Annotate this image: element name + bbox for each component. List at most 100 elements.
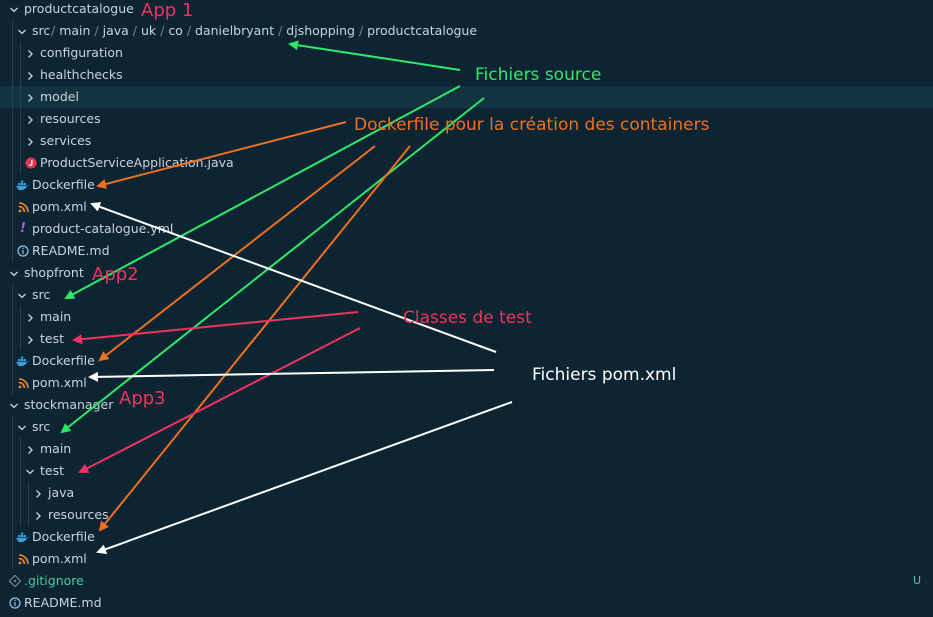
tree-item-label: .gitignore <box>24 573 84 588</box>
chevron-down-icon[interactable] <box>8 394 20 416</box>
tree-item-src[interactable]: src / main / java / uk / co / danielbrya… <box>0 20 933 42</box>
tree-item-main[interactable]: main <box>0 306 933 328</box>
tree-item-pom-xml[interactable]: pom.xml <box>0 196 933 218</box>
tree-item-product-catalogue-yml[interactable]: ! product-catalogue.yml <box>0 218 933 240</box>
tree-item-label: main <box>40 309 72 324</box>
yml-file-icon: ! <box>20 221 26 236</box>
path-separator: / <box>355 23 368 38</box>
annotation-app2: App2 <box>92 264 139 285</box>
tree-item-label: configuration <box>40 45 123 60</box>
tree-item-pom-xml[interactable]: pom.xml <box>0 372 933 394</box>
chevron-right-icon[interactable] <box>24 306 36 328</box>
tree-item-dockerfile[interactable]: Dockerfile <box>0 526 933 548</box>
path-segment-productcatalogue[interactable]: productcatalogue <box>367 23 478 38</box>
path-separator: / <box>128 23 141 38</box>
tree-item-readme-md[interactable]: README.md <box>0 592 933 614</box>
arrow-tests-app2 <box>72 311 359 345</box>
tree-item-test[interactable]: test <box>0 460 933 482</box>
indent-guide <box>20 306 21 350</box>
path-segment-uk[interactable]: uk <box>140 23 157 38</box>
tree-item-configuration[interactable]: configuration <box>0 42 933 64</box>
tree-item-label: test <box>40 331 65 346</box>
chevron-right-icon[interactable] <box>32 504 44 526</box>
chevron-right-icon[interactable] <box>24 438 36 460</box>
path-segment-co[interactable]: co <box>168 23 183 38</box>
compact-folder-path: / main / java / uk / co / danielbryant /… <box>51 20 477 42</box>
path-segment-danielbryant[interactable]: danielbryant <box>195 23 275 38</box>
tree-item-label: Dockerfile <box>32 177 95 192</box>
path-segment-djshopping[interactable]: djshopping <box>286 23 355 38</box>
tree-item-healthchecks[interactable]: healthchecks <box>0 64 933 86</box>
chevron-down-icon[interactable] <box>16 416 28 438</box>
path-separator: / <box>51 23 60 38</box>
chevron-right-icon[interactable] <box>24 64 36 86</box>
path-separator: / <box>182 23 196 38</box>
tree-item-dockerfile[interactable]: Dockerfile <box>0 174 933 196</box>
info-file-icon <box>8 592 22 614</box>
chevron-right-icon[interactable] <box>24 86 36 108</box>
indent-guide <box>12 284 13 394</box>
annotation-app1: App 1 <box>141 0 194 21</box>
tree-item-label: pom.xml <box>32 551 87 566</box>
path-separator: / <box>90 23 103 38</box>
indent-guide <box>12 20 13 262</box>
tree-item-resources[interactable]: resources <box>0 108 933 130</box>
annotation-app3: App3 <box>119 388 166 409</box>
tree-item-src[interactable]: src <box>0 284 933 306</box>
tree-item-label: Dockerfile <box>32 529 95 544</box>
chevron-down-icon[interactable] <box>8 262 20 284</box>
arrow-tests-app3 <box>78 327 361 473</box>
chevron-right-icon[interactable] <box>24 42 36 64</box>
tree-item-label: README.md <box>32 243 110 258</box>
arrow-pom-app2 <box>88 369 495 382</box>
chevron-right-icon[interactable] <box>32 482 44 504</box>
java-file-icon <box>24 152 38 174</box>
tree-item-label: shopfront <box>24 265 84 280</box>
arrow-sources-app1 <box>288 40 461 71</box>
tree-item-label: ProductServiceApplication.java <box>40 155 234 170</box>
tree-item-label: resources <box>40 111 101 126</box>
tree-item-productserviceapplication-java[interactable]: ProductServiceApplication.java <box>0 152 933 174</box>
chevron-right-icon[interactable] <box>24 328 36 350</box>
tree-item-java[interactable]: java <box>0 482 933 504</box>
chevron-right-icon[interactable] <box>24 130 36 152</box>
tree-item-label: product-catalogue.yml <box>32 221 174 236</box>
chevron-right-icon[interactable] <box>24 108 36 130</box>
tree-item-main[interactable]: main <box>0 438 933 460</box>
tree-item-productcatalogue[interactable]: productcatalogue <box>0 0 933 20</box>
info-file-icon <box>16 240 30 262</box>
docker-file-icon <box>16 526 30 548</box>
tree-item-test[interactable]: test <box>0 328 933 350</box>
arrow-dockerfile-app1 <box>96 121 347 189</box>
tree-item-src[interactable]: src <box>0 416 933 438</box>
tree-item-services[interactable]: services <box>0 130 933 152</box>
tree-item-label: src <box>32 287 51 302</box>
tree-item-resources[interactable]: resources <box>0 504 933 526</box>
xml-file-icon <box>16 372 30 394</box>
tree-item-model[interactable]: model <box>0 86 933 108</box>
tree-item-label: Dockerfile <box>32 353 95 368</box>
tree-item-label: resources <box>48 507 109 522</box>
tree-item-label: main <box>40 441 72 456</box>
annotation-classes-de-test: Classes de test <box>403 308 532 328</box>
arrow-dockerfile-app3 <box>98 145 411 532</box>
chevron-down-icon[interactable] <box>16 284 28 306</box>
indent-guide <box>20 42 21 174</box>
indent-guide <box>20 438 21 526</box>
chevron-down-icon[interactable] <box>24 460 36 482</box>
tree-item-shopfront[interactable]: shopfront <box>0 262 933 284</box>
tree-item-label: test <box>40 463 65 478</box>
docker-file-icon <box>16 174 30 196</box>
xml-file-icon <box>16 548 30 570</box>
chevron-down-icon[interactable] <box>16 20 28 42</box>
tree-item-pom-xml[interactable]: pom.xml <box>0 548 933 570</box>
chevron-down-icon[interactable] <box>8 0 20 20</box>
tree-item-label: services <box>40 133 92 148</box>
path-segment-main[interactable]: main <box>59 23 91 38</box>
tree-item-label: pom.xml <box>32 375 87 390</box>
path-segment-java[interactable]: java <box>102 23 129 38</box>
tree-item-readme-md[interactable]: README.md <box>0 240 933 262</box>
tree-item-dockerfile[interactable]: Dockerfile <box>0 350 933 372</box>
